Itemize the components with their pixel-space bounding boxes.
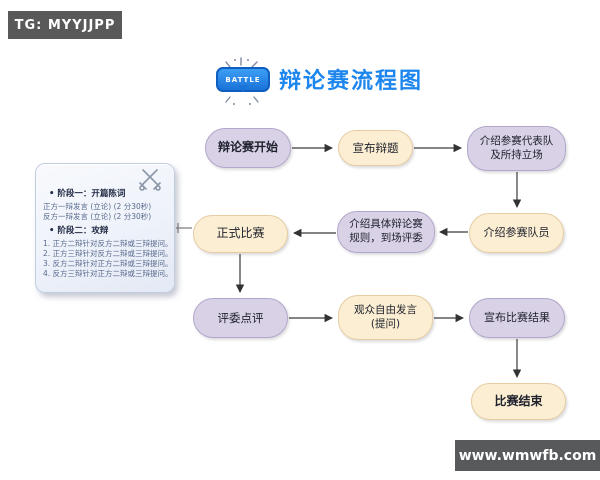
sparkle-icon	[225, 96, 259, 105]
stage1-line: 反方一辩发言 (立论) (2 分30秒)	[43, 212, 152, 221]
flow-node-announce-topic: 宣布辩题	[338, 130, 413, 166]
flow-node-intro-teams: 介绍参赛代表队 及所持立场	[467, 126, 566, 171]
stage2-item: 2. 正方三辩针对反方二辩或三辩提问。	[43, 249, 173, 258]
rules-panel: • 阶段一：开篇陈词 正方一辩发言 (立论) (2 分30秒) 反方一辩发言 (…	[35, 163, 175, 293]
flow-node-intro-players: 介绍参赛队员	[469, 213, 564, 253]
page-title: 辩论赛流程图	[279, 69, 424, 94]
flow-node-judge-comment: 评委点评	[193, 298, 288, 338]
flow-node-end: 比赛结束	[471, 383, 566, 420]
tg-tag: TG: MYYJJPP	[8, 11, 122, 39]
stage1-line: 正方一辩发言 (立论) (2 分30秒)	[43, 202, 152, 211]
stage2-items: 1. 正方二辩针对反方二辩或三辩提问。 2. 正方三辩针对反方二辩或三辩提问。 …	[43, 239, 173, 279]
stage2-item: 4. 反方三辩针对正方二辩或三辩提问。	[43, 269, 173, 278]
watermark-label: www.wmwfb.com	[458, 447, 597, 464]
flow-node-audience-question: 观众自由发言 (提问)	[338, 295, 433, 340]
flow-node-formal-match: 正式比赛	[193, 215, 288, 253]
sparkle-icon	[225, 57, 258, 68]
tg-tag-label: TG: MYYJJPP	[14, 17, 116, 33]
flow-node-start: 辩论赛开始	[205, 128, 291, 168]
stage1-lines: 正方一辩发言 (立论) (2 分30秒) 反方一辩发言 (立论) (2 分30秒…	[43, 202, 169, 222]
flow-node-intro-rules: 介绍具体辩论赛 规则，到场评委	[337, 211, 435, 253]
battle-badge-bubble: BATTLE	[216, 67, 270, 92]
crossed-swords-icon	[139, 169, 161, 191]
page-title-row: BATTLE 辩论赛流程图	[216, 57, 424, 105]
flow-node-announce-result: 宣布比赛结果	[469, 298, 565, 338]
stage2-title: • 阶段二：攻辩	[49, 226, 109, 236]
stage2-item: 3. 反方二辩针对正方二辩或三辩提问。	[43, 259, 173, 268]
battle-badge: BATTLE	[216, 57, 270, 105]
battle-badge-label: BATTLE	[225, 75, 261, 84]
watermark: www.wmwfb.com	[455, 440, 600, 471]
stage2-item: 1. 正方二辩针对反方二辩或三辩提问。	[43, 239, 173, 248]
stage1-title: • 阶段一：开篇陈词	[49, 189, 126, 199]
